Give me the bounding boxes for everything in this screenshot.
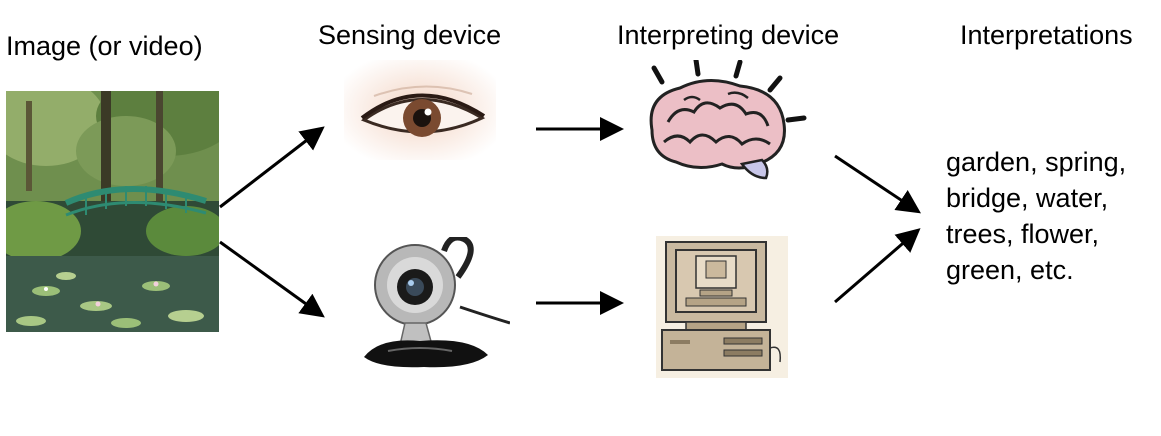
webcam-image — [360, 237, 510, 372]
interpretation-line: green, etc. — [946, 255, 1074, 285]
interpretation-line: trees, flower, — [946, 219, 1100, 249]
arrow-image-to-eye — [219, 126, 325, 209]
interpretations-list: garden, spring, bridge, water, trees, fl… — [946, 144, 1126, 288]
computer-image — [656, 236, 788, 378]
arrow-brain-to-interpretations — [834, 154, 921, 214]
interpretation-line: garden, spring, — [946, 147, 1127, 177]
label-image: Image (or video) — [6, 31, 203, 61]
label-sensing-device: Sensing device — [318, 20, 502, 50]
label-interpreting-device: Interpreting device — [617, 20, 840, 50]
garden-scene-image — [6, 91, 219, 332]
brain-image — [638, 60, 808, 190]
label-interpretations: Interpretations — [960, 20, 1133, 50]
eye-image — [344, 60, 496, 160]
arrow-computer-to-interpretations — [834, 228, 921, 304]
interpretation-line: bridge, water, — [946, 183, 1109, 213]
arrow-image-to-webcam — [219, 240, 325, 318]
